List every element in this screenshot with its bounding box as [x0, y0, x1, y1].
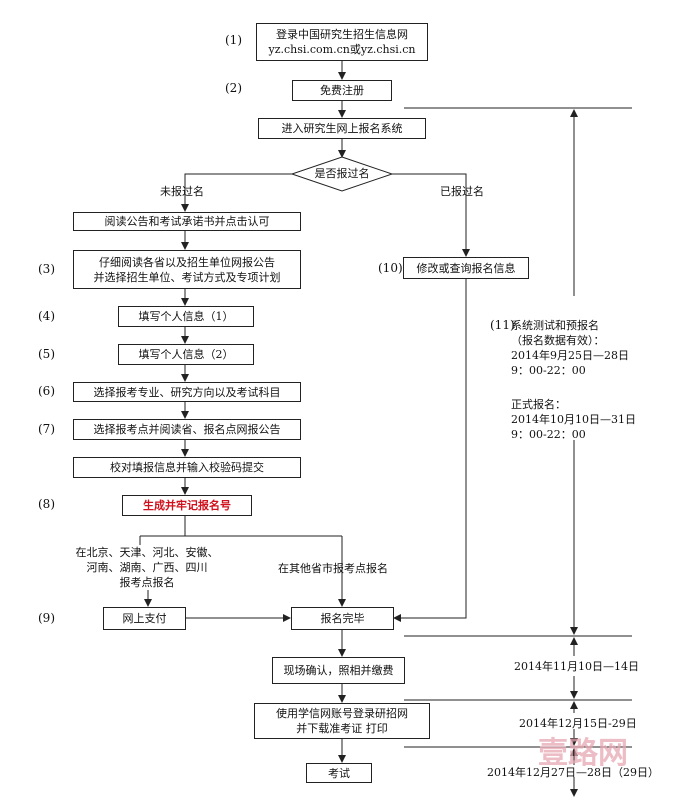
personal-info-2-box: 填写个人信息（2） [118, 344, 254, 365]
step-number-6: (6) [38, 384, 55, 398]
exam-box: 考试 [306, 763, 372, 783]
generate-number-box: 生成并牢记报名号 [122, 495, 252, 516]
pay-provinces-label: 在北京、天津、河北、安徽、 河南、湖南、广西、四川 报考点报名 [75, 546, 219, 589]
registered-label: 已报过名 [440, 185, 484, 198]
step-number-4: (4) [38, 309, 55, 323]
step-number-2: (2) [225, 81, 242, 95]
prereg-period-text: 系统测试和预报名 （报名数据有效）： 2014年9月25日—28日 9：00-2… [511, 319, 629, 377]
formal-period-text: 正式报名： 2014年10月10日—31日 9：00-22：00 [511, 398, 636, 441]
decision-diamond [290, 156, 394, 192]
step-number-10: (10) [378, 261, 403, 275]
step-number-9: (9) [38, 611, 55, 625]
onsite-confirm-box: 现场确认，照相并缴费 [272, 657, 405, 684]
online-pay-box: 网上支付 [103, 607, 186, 630]
other-provinces-label: 在其他省市报考点报名 [278, 562, 388, 575]
select-site-box: 选择报考点并阅读省、报名点网报公告 [73, 419, 301, 440]
complete-box: 报名完毕 [291, 607, 394, 630]
step-number-3: (3) [38, 262, 55, 276]
read-notice-box: 阅读公告和考试承诺书并点击认可 [73, 212, 301, 231]
login-box: 登录中国研究生招生信息网 yz.chsi.com.cn或yz.chsi.cn [256, 23, 428, 61]
decision-label: 是否报过名 [314, 167, 370, 180]
register-box: 免费注册 [292, 80, 392, 101]
watermark-logo: 壹路网 [538, 736, 628, 771]
select-major-box: 选择报考专业、研究方向以及考试科目 [73, 382, 301, 402]
download-admit-box: 使用学信网账号登录研招网 并下载准考证 打印 [254, 703, 430, 739]
step-number-7: (7) [38, 422, 55, 436]
download-date-text: 2014年12月15日-29日 [519, 717, 637, 730]
confirm-date-text: 2014年11月10日—14日 [514, 660, 639, 673]
read-provinces-box: 仔细阅读各省以及招生单位网报公告 并选择招生单位、考试方式及专项计划 [73, 250, 301, 289]
verify-submit-box: 校对填报信息并输入校验码提交 [73, 457, 301, 478]
enter-system-box: 进入研究生网上报名系统 [258, 118, 426, 139]
not-registered-label: 未报过名 [160, 185, 204, 198]
step-number-1: (1) [225, 33, 242, 47]
step-number-5: (5) [38, 347, 55, 361]
personal-info-1-box: 填写个人信息（1） [118, 306, 254, 327]
step-number-11: (11) [490, 318, 515, 332]
exam-date-text: 2014年12月27日—28日（29日） [487, 766, 659, 779]
modify-info-box: 修改或查询报名信息 [403, 257, 529, 279]
step-number-8: (8) [38, 497, 55, 511]
